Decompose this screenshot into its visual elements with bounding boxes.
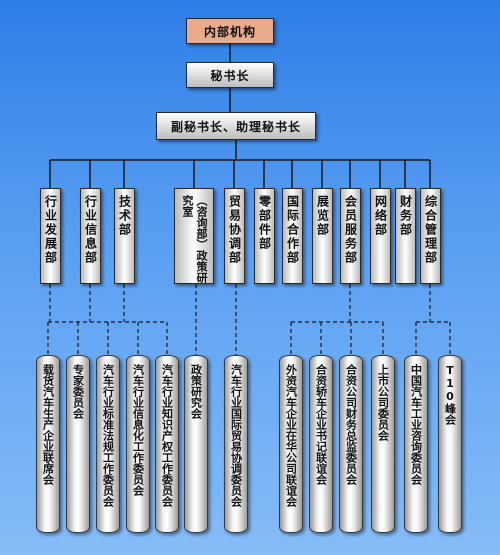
committee-experts: 专家委员会 xyxy=(66,355,90,533)
committee-ip: 汽车行业知识产权工作委员会 xyxy=(155,355,179,533)
committee-jv-cfo: 合资公司财务总监委员会 xyxy=(339,355,363,533)
dept-label: 技术部 xyxy=(117,195,132,237)
dept-industry-information: 行业信息部 xyxy=(80,188,101,284)
dept-finance: 财务部 xyxy=(395,188,416,284)
dept-industry-development: 行业发展部 xyxy=(40,188,61,284)
dept-label: 行业发展部 xyxy=(43,195,58,265)
committee-jv-secretaries: 合资轿车企业书记联谊会 xyxy=(309,355,333,533)
dept-label: （咨询部）政策研究室 xyxy=(181,195,208,283)
committee-label: 汽车行业知识产权工作委员会 xyxy=(160,364,174,507)
dept-international-cooperation: 国际合作部 xyxy=(282,188,303,284)
dept-label: 国际合作部 xyxy=(285,195,300,265)
dept-label: 零部件部 xyxy=(257,195,272,251)
dept-label: 展览部 xyxy=(315,195,330,237)
committee-label: 载货汽车生产企业联席会 xyxy=(41,364,55,485)
committee-label: 专家委员会 xyxy=(71,364,85,419)
root-box: 内部机构 xyxy=(186,18,274,44)
committee-label: 中国汽车工业咨询委员会 xyxy=(409,364,423,485)
dept-member-services: 会员服务部 xyxy=(340,188,361,284)
dept-technology: 技术部 xyxy=(114,188,135,284)
committee-standards: 汽车行业标准法规工作委员会 xyxy=(96,355,120,533)
dept-policy-research: （咨询部）政策研究室 xyxy=(174,188,214,284)
dept-label: 行业信息部 xyxy=(83,195,98,265)
committee-label: 汽车行业标准法规工作委员会 xyxy=(101,364,115,507)
deputies-label: 副秘书长、助理秘书长 xyxy=(170,119,301,134)
dept-parts: 零部件部 xyxy=(254,188,275,284)
committee-listed-companies: 上市公司委员会 xyxy=(371,355,395,533)
dept-network: 网络部 xyxy=(370,188,391,284)
committee-label: 外资汽车企业在华公司联谊会 xyxy=(284,364,298,507)
root-label: 内部机构 xyxy=(203,24,256,39)
dept-trade-coordination: 贸易协调部 xyxy=(224,188,245,284)
dept-label: 财务部 xyxy=(398,195,413,237)
committee-label: 汽车行业信息化工作委员会 xyxy=(131,364,145,496)
dept-exhibition: 展览部 xyxy=(312,188,333,284)
dept-label: 会员服务部 xyxy=(343,195,358,265)
dept-label: 网络部 xyxy=(373,195,388,237)
committee-label: 合资轿车企业书记联谊会 xyxy=(314,364,328,485)
committee-trade: 汽车行业国际贸易协调委员会 xyxy=(224,355,248,533)
committee-consulting: 中国汽车工业咨询委员会 xyxy=(404,355,428,533)
committee-foreign-firms: 外资汽车企业在华公司联谊会 xyxy=(279,355,303,533)
secretary-general-label: 秘书长 xyxy=(210,68,250,83)
dept-label: 综合管理部 xyxy=(423,195,438,265)
committee-label: T10峰会 xyxy=(443,364,457,425)
committee-policy-research: 政策研究会 xyxy=(184,355,208,533)
committee-t10-summit: T10峰会 xyxy=(438,355,462,533)
committee-label: 合资公司财务总监委员会 xyxy=(344,364,358,485)
secretary-general-box: 秘书长 xyxy=(186,62,274,88)
committee-truck-makers: 载货汽车生产企业联席会 xyxy=(36,355,60,533)
dept-general-management: 综合管理部 xyxy=(420,188,441,284)
deputies-box: 副秘书长、助理秘书长 xyxy=(156,112,316,140)
committee-label: 汽车行业国际贸易协调委员会 xyxy=(229,364,243,507)
committee-label: 上市公司委员会 xyxy=(376,364,390,441)
committee-informatization: 汽车行业信息化工作委员会 xyxy=(126,355,150,533)
dept-label: 贸易协调部 xyxy=(227,195,242,265)
committee-label: 政策研究会 xyxy=(189,364,203,419)
